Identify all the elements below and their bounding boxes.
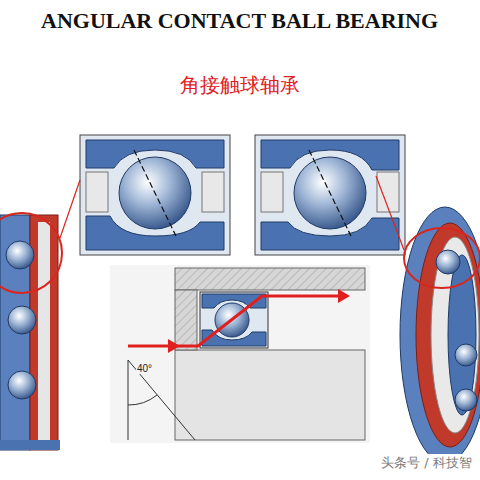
watermark: 头条号 / 科技智 [379,454,474,472]
section-drawing [110,265,370,443]
title: ANGULAR CONTACT BALL BEARING [41,8,438,34]
subtitle: 角接触球轴承 [180,72,300,99]
zoom-detail [255,135,405,255]
bearing-left [0,180,80,450]
bearing-right [376,176,480,463]
angle-label: 40° [136,363,153,374]
zoom-detail [80,135,230,255]
